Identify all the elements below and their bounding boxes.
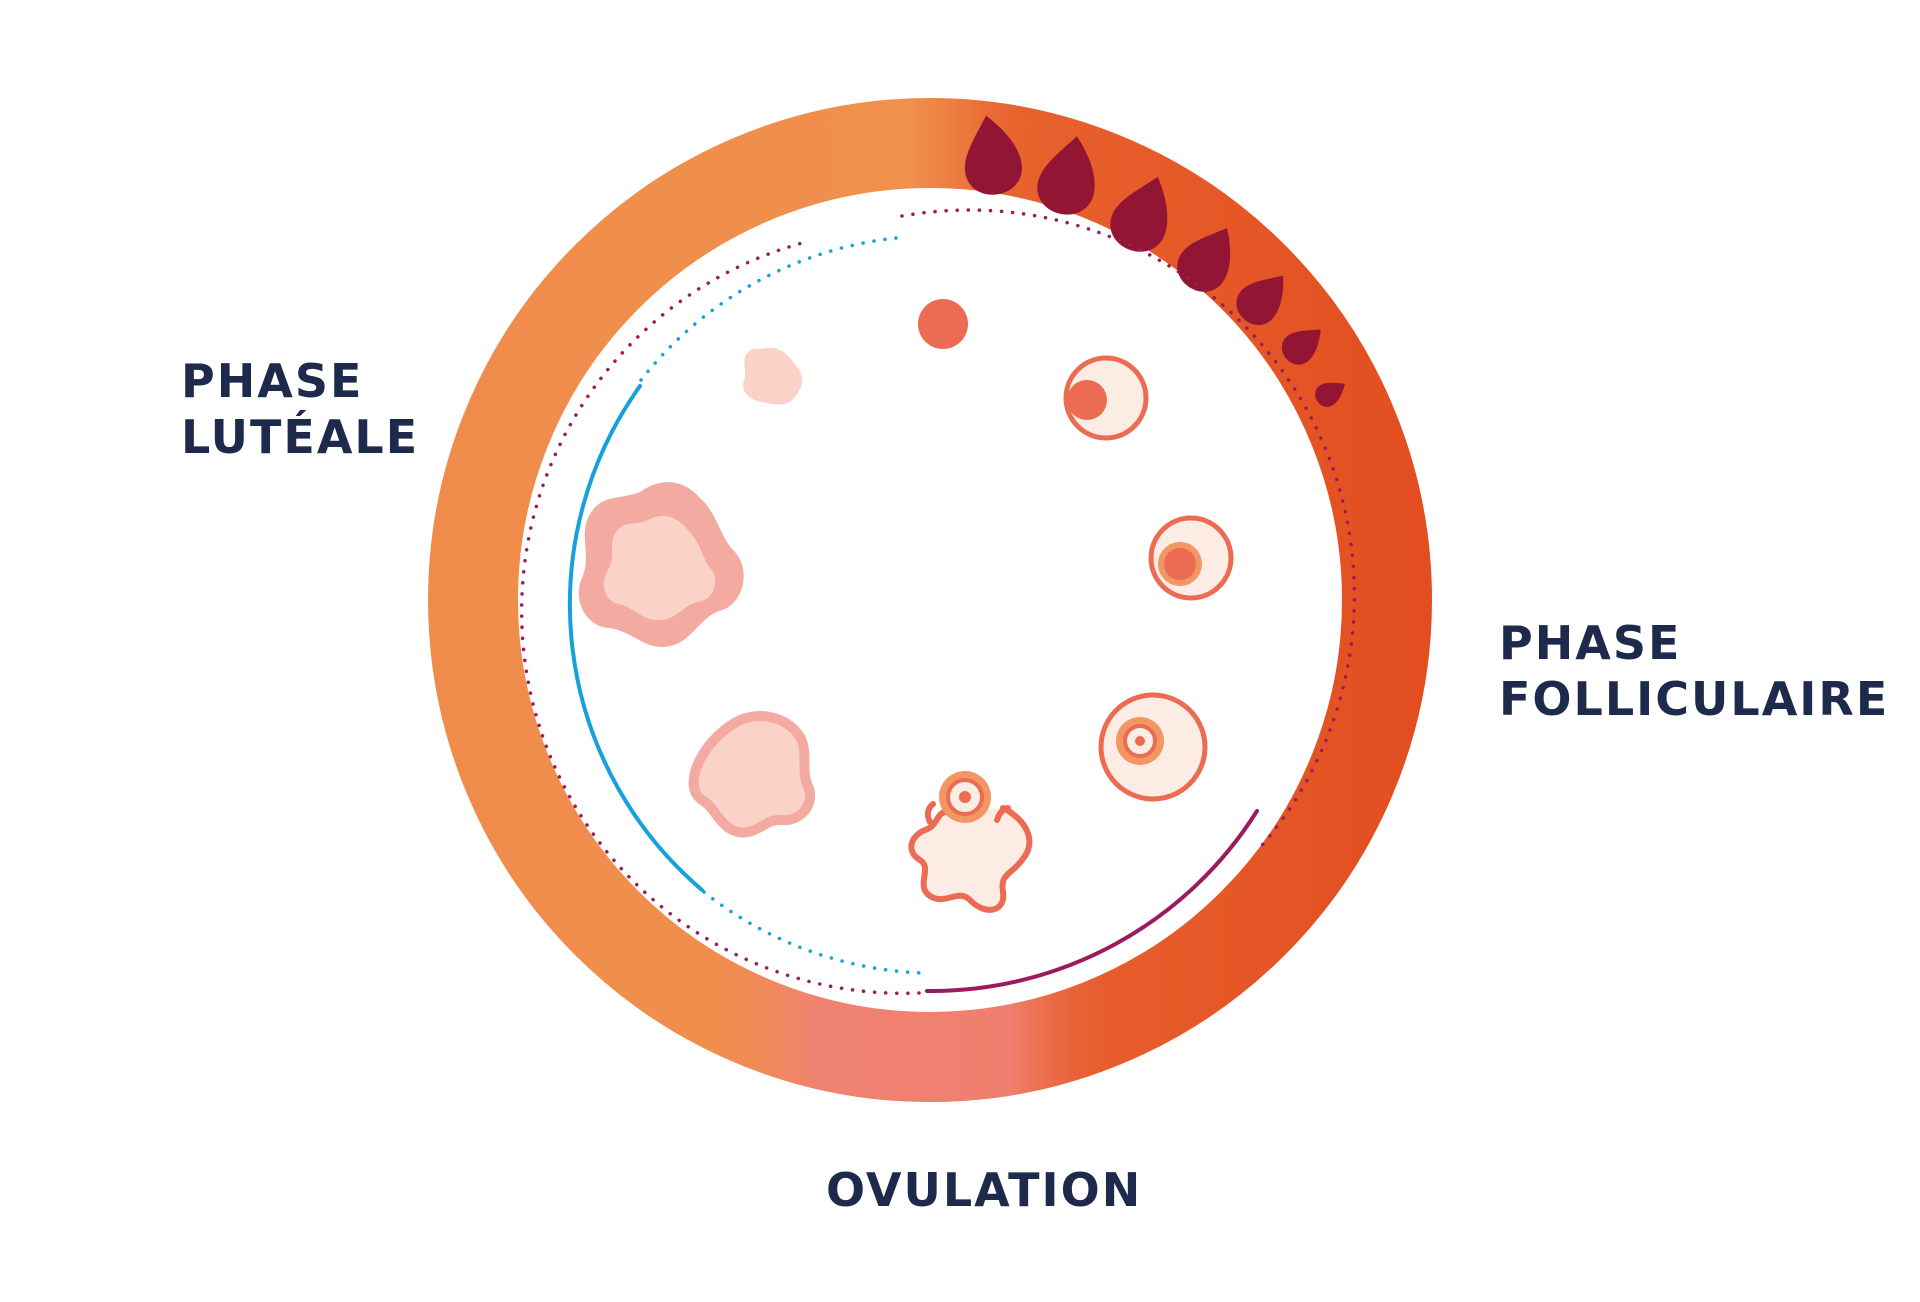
follicle-icon xyxy=(1098,692,1208,802)
ruptured-follicle-icon xyxy=(908,801,1033,913)
ovulation-label: OVULATION xyxy=(826,1162,1142,1218)
corpus-luteum-icon xyxy=(578,482,744,648)
follicular-phase-label-line2: FOLLICULAIRE xyxy=(1499,672,1890,726)
follicle-icon xyxy=(1063,355,1149,441)
luteal-phase-label-line2: LUTÉALE xyxy=(181,410,420,464)
hormone-curves xyxy=(519,208,1357,996)
luteal-phase-label-line1: PHASE xyxy=(181,354,364,408)
blood-drop-icon xyxy=(1177,227,1231,292)
follicle-stages xyxy=(918,299,1234,802)
corpus-albicans-icon xyxy=(743,347,802,405)
luteal-phase-label: PHASE LUTÉALE xyxy=(181,353,419,465)
released-ovum-icon xyxy=(939,771,991,823)
ovulation-stage xyxy=(908,771,1033,913)
blood-drop-icon xyxy=(964,115,1022,195)
cycle-ring xyxy=(428,98,1432,1102)
follicle-icon xyxy=(1148,515,1234,601)
blood-drop-icon xyxy=(1281,329,1321,365)
menstruation-blood-drops xyxy=(964,115,1345,407)
hormone-curve-blue-dotted-lower xyxy=(702,890,924,975)
corpus-luteum-stages xyxy=(578,347,815,838)
corpus-luteum-icon xyxy=(688,711,815,838)
ovulation-label-text: OVULATION xyxy=(826,1163,1143,1217)
primordial-oocyte-icon xyxy=(918,299,968,349)
hormone-curve-magenta-dotted xyxy=(900,208,1357,853)
blood-drop-icon xyxy=(1110,177,1168,252)
hormone-curve-blue-solid xyxy=(567,384,704,892)
follicular-phase-label-line1: PHASE xyxy=(1499,616,1682,670)
blood-drop-icon xyxy=(1236,275,1284,326)
blood-drop-icon xyxy=(1037,136,1095,215)
blood-drop-icon xyxy=(1315,382,1345,407)
follicular-phase-label: PHASE FOLLICULAIRE xyxy=(1499,615,1889,727)
hormone-curve-magenta-solid xyxy=(925,809,1259,994)
